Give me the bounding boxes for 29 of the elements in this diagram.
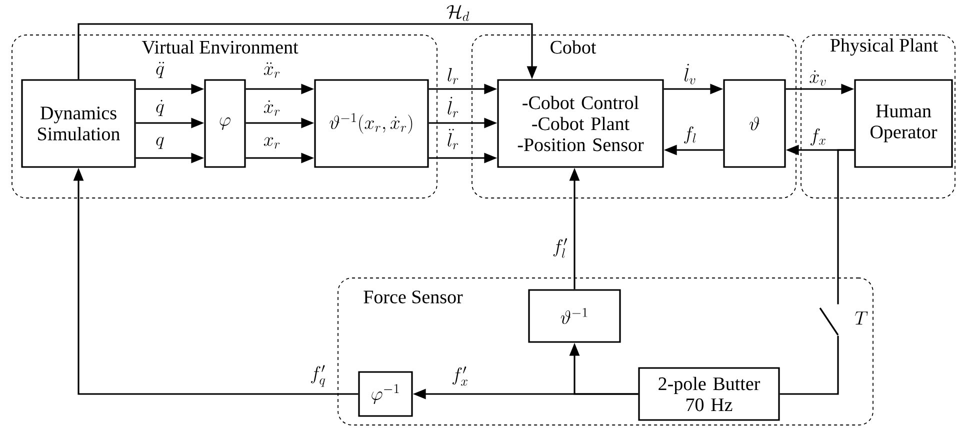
- block-box: $\varphi^{-1}$: [358, 371, 413, 417]
- edge-label: $\ddot{q}$: [156, 62, 164, 78]
- block-box: 2-pole Butter 70 Hz: [638, 367, 780, 421]
- block-box: $\vartheta^{-1}$: [528, 289, 621, 343]
- edge-label: $\dot{q}$: [156, 100, 164, 116]
- edge-label: $l_r$: [448, 68, 458, 84]
- edge-label: $f_l$: [684, 126, 696, 144]
- edge-label: $x_r$: [264, 137, 280, 149]
- block-box: $\vartheta$: [723, 79, 786, 168]
- edge-label: $f_l'$: [553, 238, 567, 258]
- switch-symbol: [819, 308, 839, 336]
- switch-label: $T$: [855, 312, 868, 324]
- edge-label: $\mathcal{H}_d$: [446, 5, 470, 22]
- edge-label: $\dot{x}_v$: [810, 70, 826, 86]
- edge-label: $\dot{l}_v$: [684, 64, 696, 84]
- block-box: Dynamics Simulation: [21, 79, 136, 168]
- edge-label: $f_q'$: [311, 365, 326, 387]
- block-box: $\vartheta^{-1}(x_r,\dot{x}_r)$: [314, 79, 429, 168]
- edge-label: $\dot{l}_r$: [448, 96, 458, 118]
- edge-label: $\dot{x}_r$: [264, 100, 280, 116]
- block-box: $\varphi$: [204, 79, 246, 168]
- edge-label: $\ddot{l}_r$: [448, 128, 458, 150]
- edge-label: $f_x$: [810, 128, 826, 146]
- arrow: [78, 23, 538, 80]
- edge-label: $f_x'$: [452, 366, 468, 386]
- block-box: Human Operator: [854, 79, 953, 168]
- block-box: -Cobot Control -Cobot Plant -Position Sensor: [497, 79, 664, 168]
- edge-label: $q$: [156, 136, 164, 149]
- edge-label: $\ddot{x}_r$: [264, 62, 280, 78]
